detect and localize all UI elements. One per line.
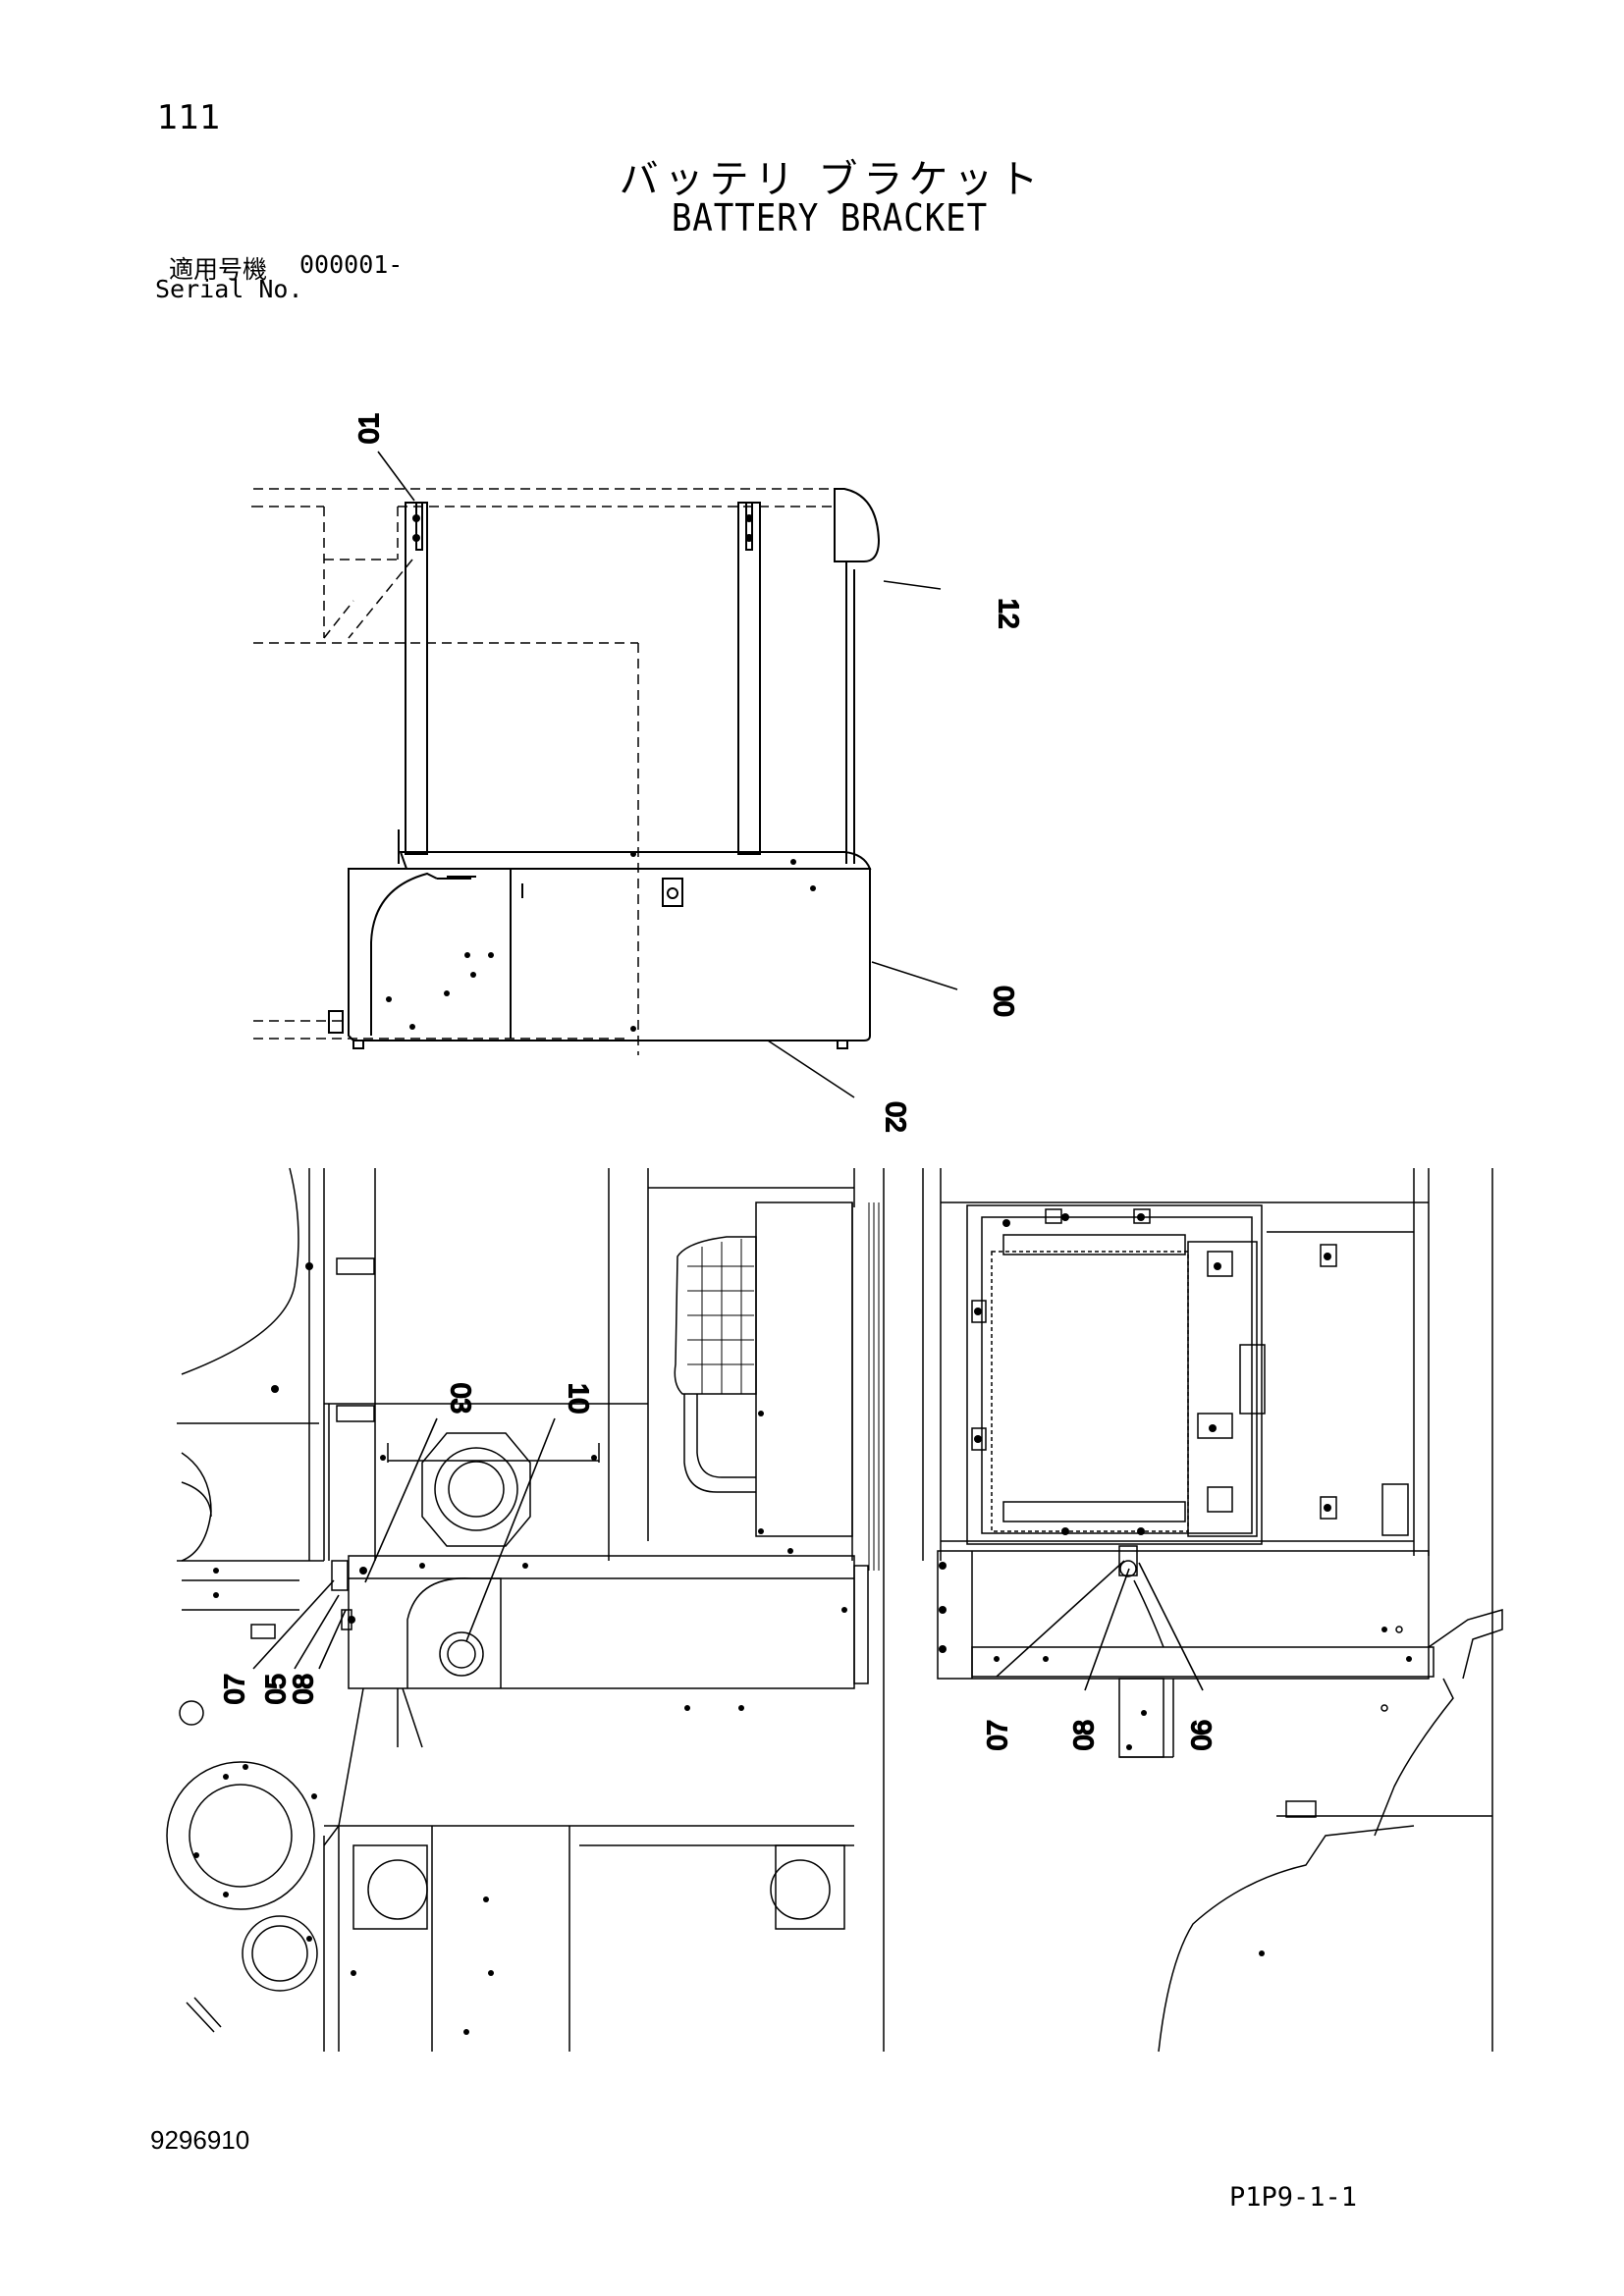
callout-08-left: 08 xyxy=(288,1674,318,1704)
callout-00: 00 xyxy=(989,986,1019,1016)
sheet-reference: P1P9-1-1 xyxy=(1229,2182,1358,2213)
callout-07-left: 07 xyxy=(219,1674,249,1704)
title-japanese: バッテリ ブラケット xyxy=(619,157,1045,202)
bottom-left-leaders xyxy=(252,1417,556,1670)
bottom-right-view xyxy=(922,1168,1503,2053)
top-view xyxy=(251,488,881,1055)
drawing-number: 9296910 xyxy=(150,2125,250,2155)
callout-05: 05 xyxy=(260,1674,291,1704)
callout-10: 10 xyxy=(564,1383,594,1414)
callout-07-right: 07 xyxy=(982,1720,1012,1750)
callout-06: 06 xyxy=(1186,1720,1217,1750)
serial-value: 000001- xyxy=(299,250,404,279)
callout-01: 01 xyxy=(353,413,384,444)
callout-08-right: 08 xyxy=(1068,1720,1099,1750)
serial-label-english: Serial No. xyxy=(155,275,303,303)
page-number: 111 xyxy=(157,98,221,137)
callout-12: 12 xyxy=(994,598,1024,628)
top-leaders xyxy=(377,451,958,1098)
bottom-right-leaders xyxy=(996,1560,1204,1691)
callout-02: 02 xyxy=(881,1101,911,1132)
serial-label-japanese: 適用号機 xyxy=(169,255,268,284)
bottom-left-view xyxy=(166,1167,885,2052)
callout-03: 03 xyxy=(446,1383,476,1414)
title-english: BATTERY BRACKET xyxy=(671,196,989,240)
